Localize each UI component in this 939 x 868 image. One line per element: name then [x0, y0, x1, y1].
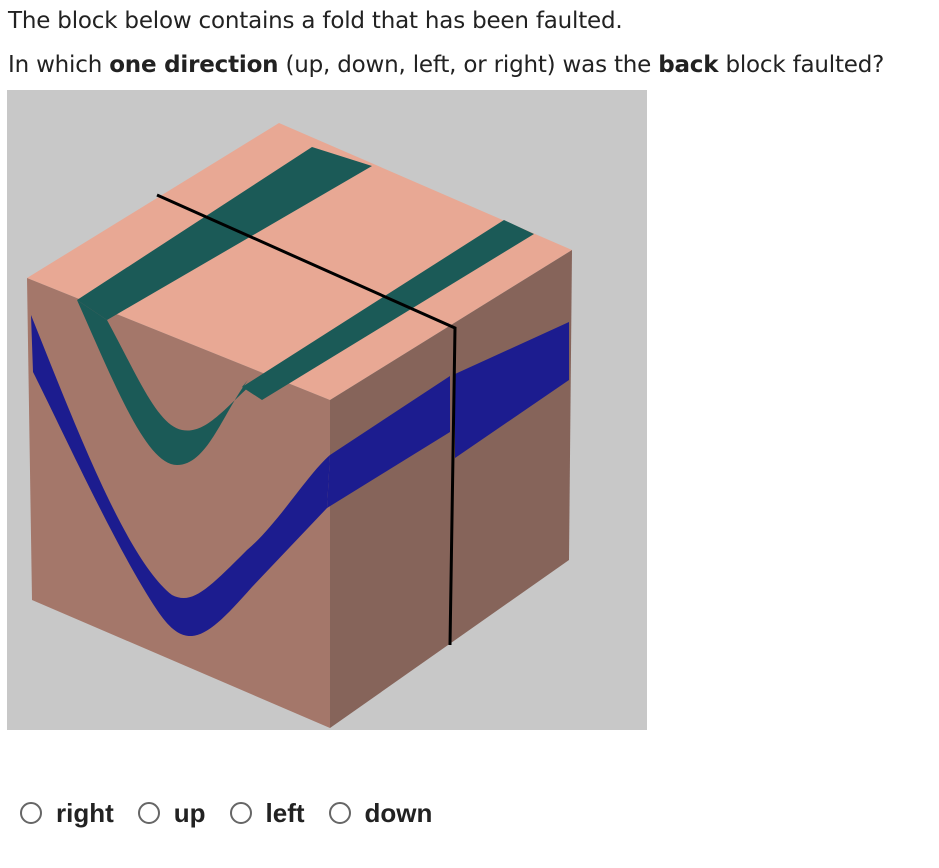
answer-options: right up left down: [20, 793, 456, 833]
blue-layer-side-front: [327, 376, 450, 508]
question-line-1: The block below contains a fold that has…: [8, 8, 623, 34]
option-left[interactable]: left: [229, 797, 305, 829]
option-up-label: up: [173, 797, 206, 828]
blue-layer-side-back: [455, 322, 569, 458]
green-layer-top-front: [77, 147, 372, 320]
emphasis-one-direction: one direction: [109, 52, 279, 78]
option-left-label: left: [265, 797, 305, 828]
fault-line: [156, 193, 457, 646]
block-top-face: [27, 123, 572, 400]
blue-layer-front-fold: [31, 315, 330, 637]
emphasis-back: back: [658, 52, 719, 78]
question-text-1: In which: [8, 52, 110, 78]
option-right-label: right: [56, 797, 114, 828]
question-line-2: In which one direction (up, down, left, …: [8, 50, 884, 80]
radio-left[interactable]: [229, 802, 252, 824]
question-text-3: block faulted?: [718, 52, 885, 78]
radio-down[interactable]: [328, 802, 351, 824]
radio-up[interactable]: [137, 802, 160, 824]
question-text-2: (up, down, left, or right) was the: [278, 52, 659, 78]
green-layer-top-back: [242, 220, 534, 400]
faulted-fold-block-figure: [7, 90, 647, 730]
option-up[interactable]: up: [137, 797, 206, 829]
option-right[interactable]: right: [20, 798, 114, 829]
green-layer-front-fold: [77, 300, 262, 465]
block-diagram: [27, 123, 572, 728]
radio-right[interactable]: [20, 802, 42, 824]
option-down[interactable]: down: [328, 797, 433, 829]
option-down-label: down: [364, 797, 433, 828]
